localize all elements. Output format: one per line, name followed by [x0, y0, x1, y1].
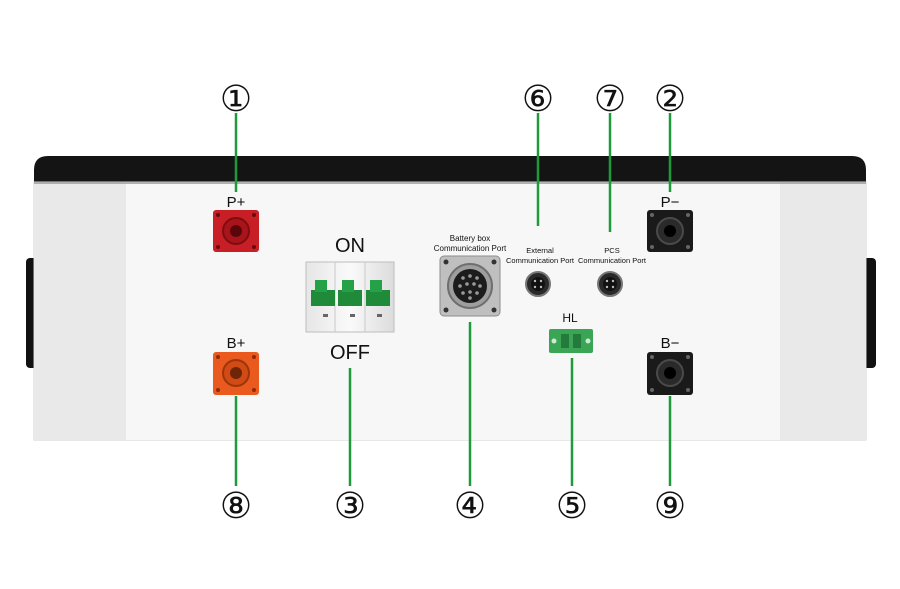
- panel-side-left: [34, 182, 126, 440]
- callout-4: ④: [454, 486, 486, 527]
- p-plus-label: P+: [227, 194, 246, 211]
- callouts: ① ② ⑥ ⑦ ⑧ ③ ④ ⑤ ⑨: [220, 79, 686, 527]
- callout-3: ③: [334, 486, 366, 527]
- hl-label: HL: [562, 311, 578, 325]
- pcs-communication-port[interactable]: PCS Communication Port: [578, 246, 647, 297]
- external-communication-port[interactable]: External Communication Port: [506, 246, 575, 297]
- b-minus-label: B−: [661, 335, 680, 352]
- p-minus-terminal: P−: [647, 194, 693, 252]
- battery-box-port-label-2: Communication Port: [434, 244, 507, 253]
- pcs-port-label-1: PCS: [604, 246, 619, 255]
- pcs-port-label-2: Communication Port: [578, 256, 647, 265]
- case-top-black: [34, 156, 866, 182]
- connector-icon: [549, 329, 593, 353]
- panel-side-right: [780, 182, 866, 440]
- breaker-off-label: OFF: [330, 342, 370, 364]
- b-plus-label: B+: [227, 335, 246, 352]
- callout-1: ①: [220, 79, 252, 120]
- breaker-toggle-1[interactable]: [311, 290, 335, 306]
- callout-2: ②: [654, 79, 686, 120]
- b-plus-terminal: B+: [213, 335, 259, 395]
- breaker-on-label: ON: [335, 235, 365, 257]
- breaker-toggle-2[interactable]: [338, 290, 362, 306]
- callout-9: ⑨: [654, 486, 686, 527]
- p-minus-label: P−: [661, 194, 680, 211]
- external-port-label-1: External: [526, 246, 554, 255]
- external-port-label-2: Communication Port: [506, 256, 575, 265]
- circuit-breaker[interactable]: ON OFF: [305, 235, 395, 364]
- callout-7: ⑦: [594, 79, 626, 120]
- hl-connector[interactable]: HL: [549, 311, 593, 353]
- p-plus-terminal: P+: [213, 194, 259, 252]
- battery-box-port-label-1: Battery box: [450, 234, 490, 243]
- callout-8: ⑧: [220, 486, 252, 527]
- leader-lines: [234, 113, 672, 486]
- breaker-toggle-3[interactable]: [366, 290, 390, 306]
- b-minus-terminal: B−: [647, 335, 693, 395]
- callout-6: ⑥: [522, 79, 554, 120]
- battery-box-communication-port[interactable]: Battery box Communication Port: [434, 234, 507, 317]
- callout-5: ⑤: [556, 486, 588, 527]
